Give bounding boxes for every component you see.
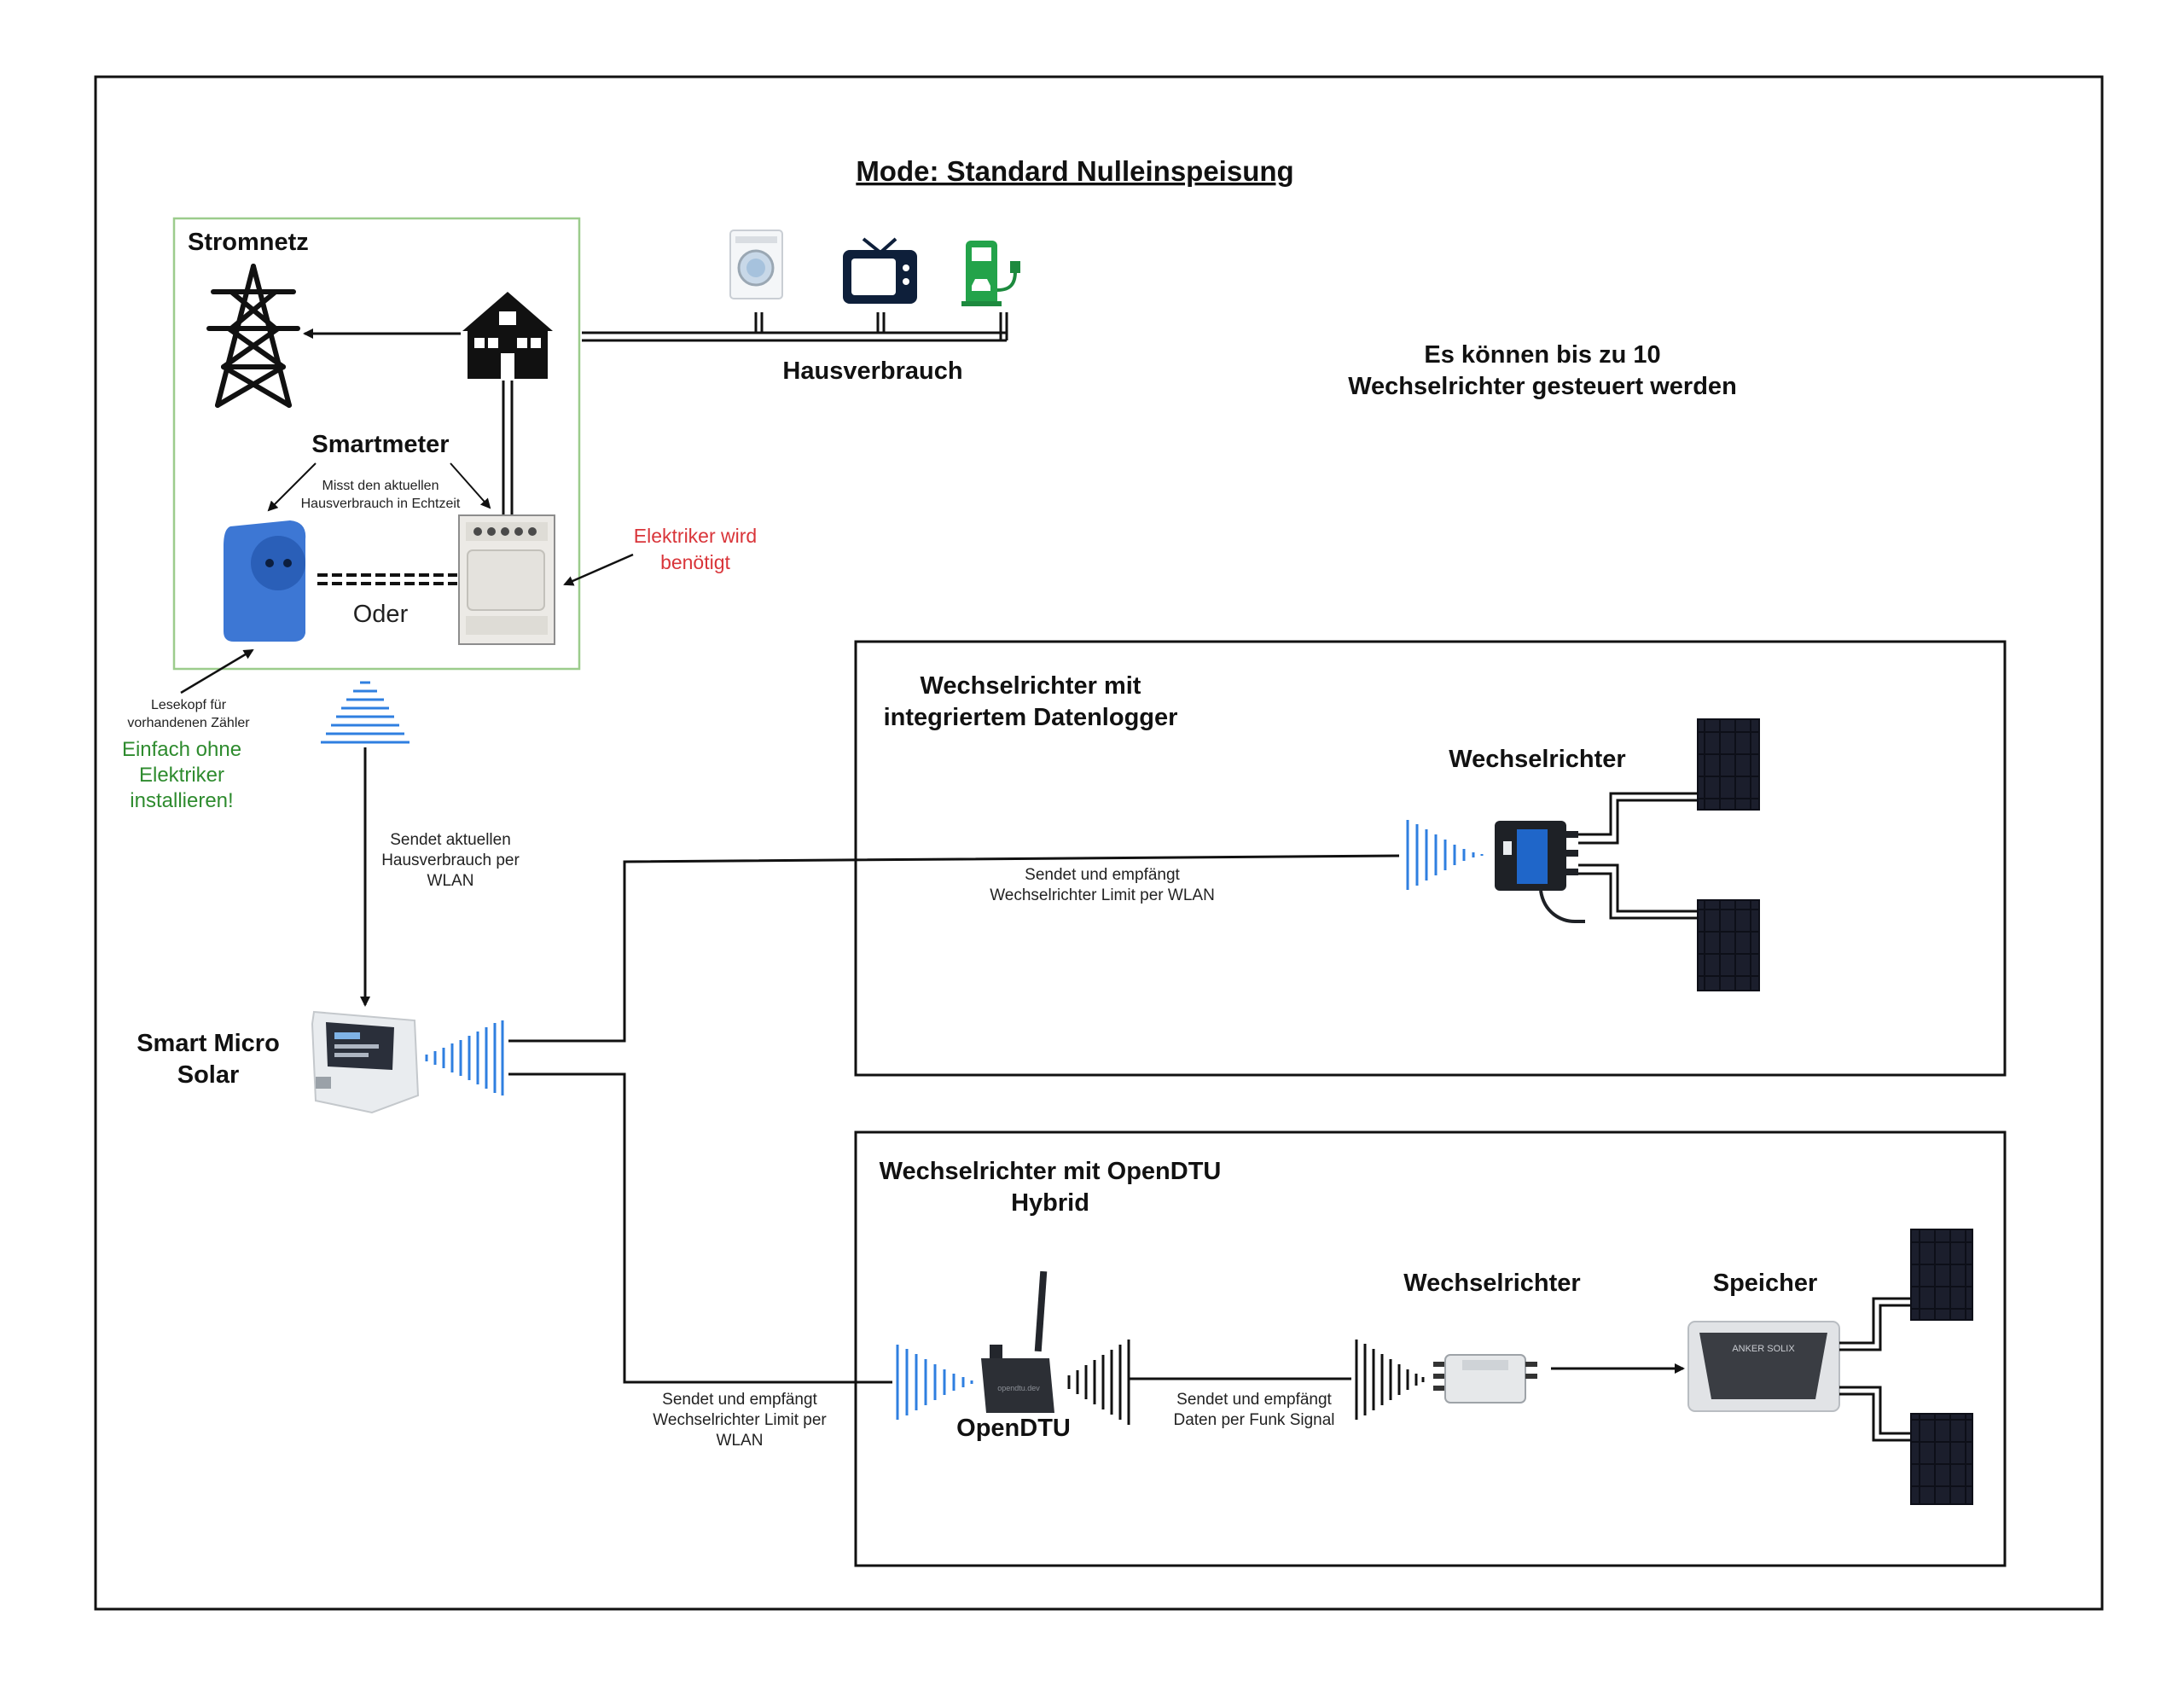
power-pylon-icon (206, 264, 300, 408)
smartmeter-description-line2: Hausverbrauch in Echtzeit (301, 497, 461, 511)
ev-charger-icon (961, 241, 1020, 306)
opendtu-label: OpenDTU (956, 1415, 1071, 1442)
opendtu-box-title-line2: Hybrid (1011, 1189, 1089, 1217)
opendtu-radio-link-line2: Daten per Funk Signal (1173, 1411, 1334, 1429)
household-line (582, 312, 1008, 342)
opendtu-box-title-line1: Wechselrichter mit OpenDTU (880, 1158, 1222, 1185)
datalogger-link-line1: Sendet und empfängt (1025, 866, 1180, 884)
washing-machine-icon (729, 230, 783, 299)
smartmeter-link-line1: Sendet aktuellen (390, 831, 511, 849)
max-inverters-line2: Wechselrichter gesteuert werden (1348, 373, 1737, 400)
datalogger-box-title-line1: Wechselrichter mit (921, 672, 1141, 700)
smartmeter-arrow-right (450, 462, 491, 509)
electrician-note-line2: benötigt (660, 551, 730, 573)
datalogger-dc-cables (1578, 792, 1698, 920)
micro-inverter-icon (1433, 1354, 1537, 1404)
opendtu-device-icon: opendtu.dev (981, 1270, 1054, 1413)
oder-label: Oder (353, 601, 409, 628)
datalogger-box (854, 640, 2007, 1077)
smartmeter-arrow-left (267, 462, 317, 512)
oder-connection (317, 573, 457, 585)
inverter-radio-icon (1355, 1340, 1425, 1420)
wifi-signal-down-icon (321, 681, 410, 744)
datalogger-link-line2: Wechselrichter Limit per WLAN (990, 886, 1215, 904)
storage-dc-cables (1839, 1297, 1911, 1442)
easy-install-line1: Einfach ohne (122, 738, 241, 761)
easy-install-line3: installieren! (130, 789, 233, 812)
solar-panel-icon (1910, 1229, 1973, 1321)
opendtu-wlan-link-line1: Sendet und empfängt (662, 1391, 817, 1409)
storage-label: Speicher (1713, 1270, 1818, 1297)
house-smartmeter-line (502, 381, 514, 515)
smartmeter-description-line1: Misst den aktuellen (322, 479, 439, 493)
controller-device-icon (311, 1010, 420, 1114)
smartmeter-link-line2: Hausverbrauch per (381, 851, 520, 869)
datalogger-inverter-label: Wechselrichter (1449, 746, 1625, 773)
reader-head-note-line2: vorhandenen Zähler (127, 716, 250, 730)
opendtu-wlan-link-line2: Wechselrichter Limit per (653, 1411, 827, 1429)
controller-wifi-icon (425, 1020, 504, 1095)
opendtu-inverter-label: Wechselrichter (1403, 1270, 1580, 1297)
reader-head-note-line1: Lesekopf für (151, 698, 227, 712)
opendtu-radio-link-line1: Sendet und empfängt (1176, 1391, 1332, 1409)
household-label: Hausverbrauch (782, 357, 962, 385)
electrician-note-line1: Elektriker wird (634, 525, 757, 547)
easy-install-line2: Elektriker (139, 764, 224, 787)
battery-storage-icon: ANKER SOLIX (1687, 1321, 1840, 1412)
electrician-arrow (563, 553, 634, 586)
opendtu-wlan-link-line3: WLAN (717, 1432, 764, 1450)
datalogger-box-title-line2: integriertem Datenlogger (884, 704, 1178, 731)
controller-to-opendtu-line (508, 1072, 892, 1384)
grid-box (172, 217, 581, 671)
controller-label-line1: Smart Micro (136, 1030, 280, 1057)
max-inverters-line1: Es können bis zu 10 (1424, 341, 1660, 369)
opendtu-box (854, 1130, 2007, 1567)
reader-head-arrow (180, 648, 254, 694)
house-icon (462, 292, 553, 379)
datalogger-inverter-icon (1495, 821, 1585, 923)
storage-brand: ANKER SOLIX (1732, 1344, 1795, 1354)
page-title: Mode: Standard Nulleinspeisung (856, 155, 1293, 187)
din-rail-meter-icon (458, 514, 555, 645)
solar-panel-icon (1697, 899, 1760, 991)
smartmeter-link-line3: WLAN (427, 872, 474, 890)
solar-panel-icon (1697, 718, 1760, 811)
opendtu-wifi-icon (896, 1345, 973, 1420)
controller-to-datalogger-line (508, 854, 1400, 1043)
controller-label-line2: Solar (177, 1061, 240, 1089)
solar-panel-icon (1910, 1413, 1973, 1505)
grid-box-label: Stromnetz (188, 229, 309, 256)
datalogger-wifi-icon (1406, 820, 1484, 890)
opendtu-radio-icon (1067, 1340, 1130, 1425)
smartmeter-label: Smartmeter (311, 431, 449, 458)
reader-head-icon (224, 520, 306, 642)
tv-icon (843, 237, 917, 304)
opendtu-caption: opendtu.dev (997, 1384, 1040, 1392)
